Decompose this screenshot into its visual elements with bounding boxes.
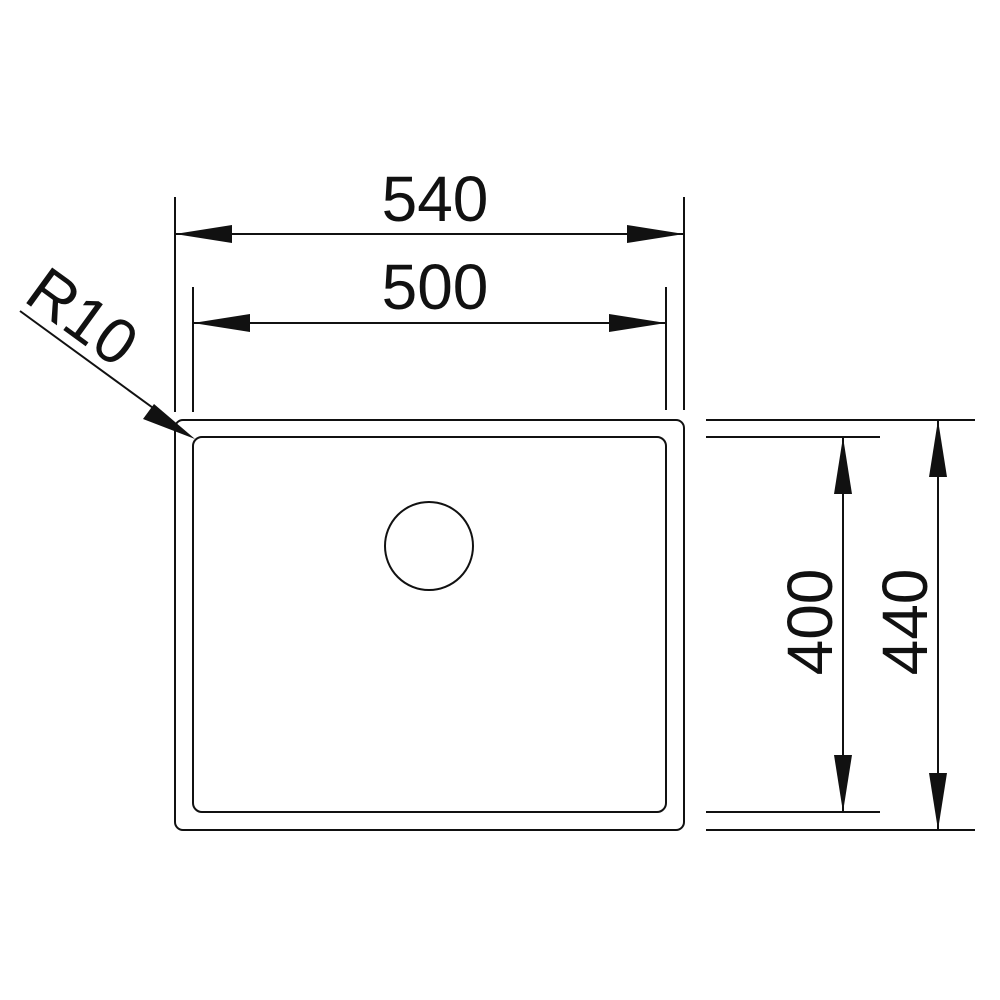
drain-hole — [384, 501, 474, 591]
arrowhead — [929, 773, 947, 830]
sink-bowl-outline — [192, 436, 667, 813]
arrowhead — [175, 225, 232, 243]
corner-radius-callout: R10 — [14, 253, 195, 439]
sink-outer-outline — [174, 419, 685, 831]
arrowhead — [193, 314, 250, 332]
inner-depth-label: 400 — [774, 569, 846, 676]
arrowhead — [929, 420, 947, 477]
corner-radius-label: R10 — [14, 253, 151, 380]
dimension-outer-depth: 440 — [869, 420, 947, 830]
arrowhead — [609, 314, 666, 332]
dimension-inner-depth: 400 — [774, 437, 852, 812]
dimension-outer-width: 540 — [174, 163, 685, 412]
outer-width-label: 540 — [382, 163, 489, 235]
arrowhead — [143, 404, 195, 439]
arrowhead — [834, 437, 852, 494]
dimension-inner-width: 500 — [192, 251, 667, 412]
inner-width-label: 500 — [382, 251, 489, 323]
outer-depth-label: 440 — [869, 569, 941, 676]
arrowhead — [834, 755, 852, 812]
arrowhead — [627, 225, 684, 243]
